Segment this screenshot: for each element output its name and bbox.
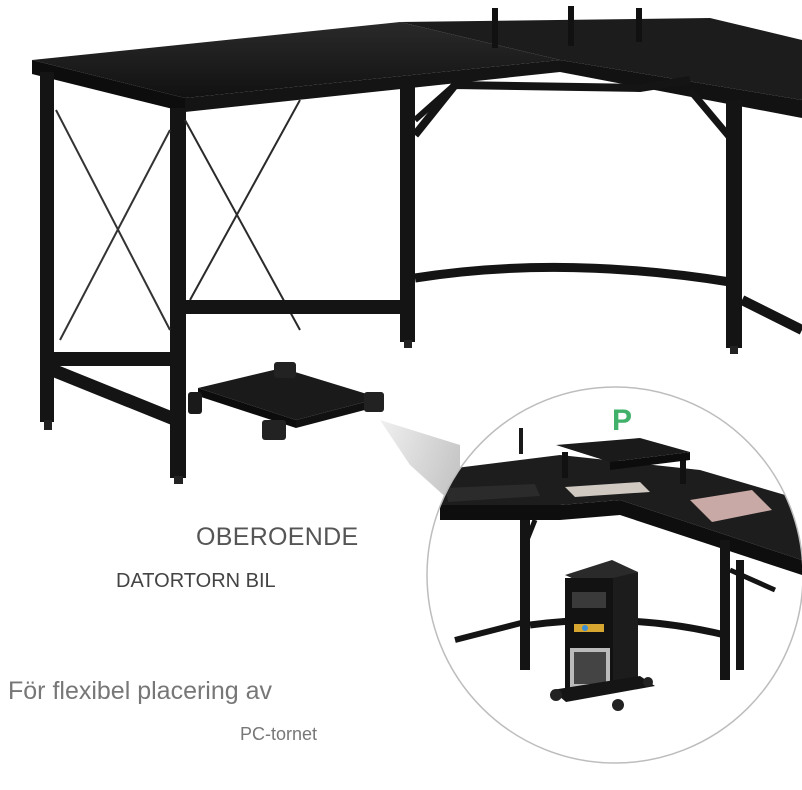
caption-subline1: För flexibel placering av xyxy=(8,677,273,705)
laptop xyxy=(690,490,772,522)
brand-logo: P xyxy=(612,404,633,437)
desk-leg xyxy=(400,80,415,342)
caption-heading-line2: DATORTORN BIL xyxy=(116,570,276,592)
desk-leg xyxy=(40,72,54,422)
monitor-riser xyxy=(556,438,690,462)
cpu-cart xyxy=(188,362,384,440)
desk-top-left xyxy=(32,22,560,98)
desk-top-right xyxy=(400,18,802,100)
caption-heading-line1: OBEROENDE xyxy=(196,523,359,551)
desk-leg xyxy=(170,108,186,478)
caption-subline2: PC-tornet xyxy=(240,724,318,744)
l-shaped-desk xyxy=(32,6,802,484)
desk-leg xyxy=(726,100,742,348)
keyboard xyxy=(446,484,540,502)
pc-tower xyxy=(550,560,655,711)
detail-inset xyxy=(426,386,802,764)
